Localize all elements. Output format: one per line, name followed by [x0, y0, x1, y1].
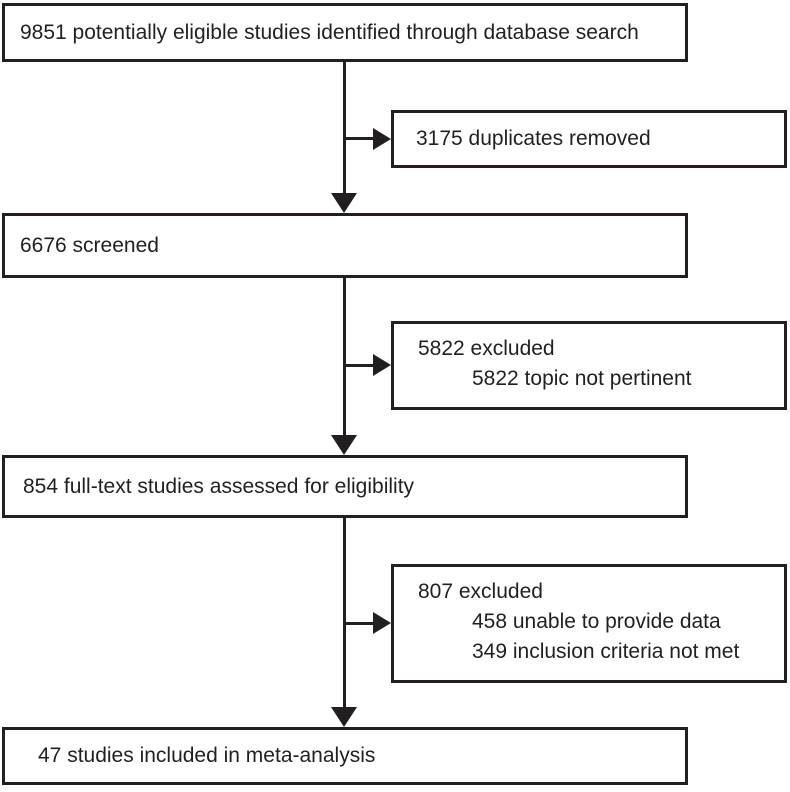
box-screened: 6676 screened: [2, 213, 688, 278]
box-duplicates-removed: 3175 duplicates removed: [391, 110, 787, 168]
connector-screened-to-fulltext: [343, 278, 346, 437]
branch-to-excluded-fulltext: [343, 622, 375, 625]
box-excluded-fulltext: 807 excluded 458 unable to provide data …: [391, 564, 787, 683]
branch-to-excluded-screening: [343, 364, 375, 367]
down-arrowhead-included: [331, 707, 357, 727]
down-arrowhead-screened: [331, 193, 357, 213]
box-excluded-screening-heading: 5822 excluded: [418, 337, 555, 360]
right-arrowhead-excluded-screening: [373, 354, 391, 376]
box-identified-label: 9851 potentially eligible studies identi…: [20, 20, 639, 44]
box-excluded-screening: 5822 excluded 5822 topic not pertinent: [391, 321, 787, 410]
box-fulltext-assessed-label: 854 full-text studies assessed for eligi…: [23, 474, 415, 498]
box-duplicates-removed-label: 3175 duplicates removed: [416, 127, 651, 150]
box-included-label: 47 studies included in meta-analysis: [38, 744, 376, 767]
box-excluded-screening-reason: 5822 topic not pertinent: [472, 367, 692, 390]
right-arrowhead-excluded-fulltext: [373, 612, 391, 634]
box-excluded-fulltext-reason-2: 349 inclusion criteria not met: [472, 640, 740, 663]
box-included: 47 studies included in meta-analysis: [2, 727, 688, 785]
box-screened-label: 6676 screened: [20, 233, 159, 257]
branch-to-duplicates: [343, 137, 375, 140]
connector-identified-to-screened: [343, 62, 346, 195]
right-arrowhead-duplicates: [373, 128, 391, 150]
connector-fulltext-to-included: [343, 518, 346, 709]
down-arrowhead-fulltext: [331, 435, 357, 455]
box-fulltext-assessed: 854 full-text studies assessed for eligi…: [2, 455, 688, 518]
box-identified: 9851 potentially eligible studies identi…: [2, 3, 688, 62]
box-excluded-fulltext-reason-1: 458 unable to provide data: [472, 610, 721, 633]
box-excluded-fulltext-heading: 807 excluded: [418, 580, 543, 603]
